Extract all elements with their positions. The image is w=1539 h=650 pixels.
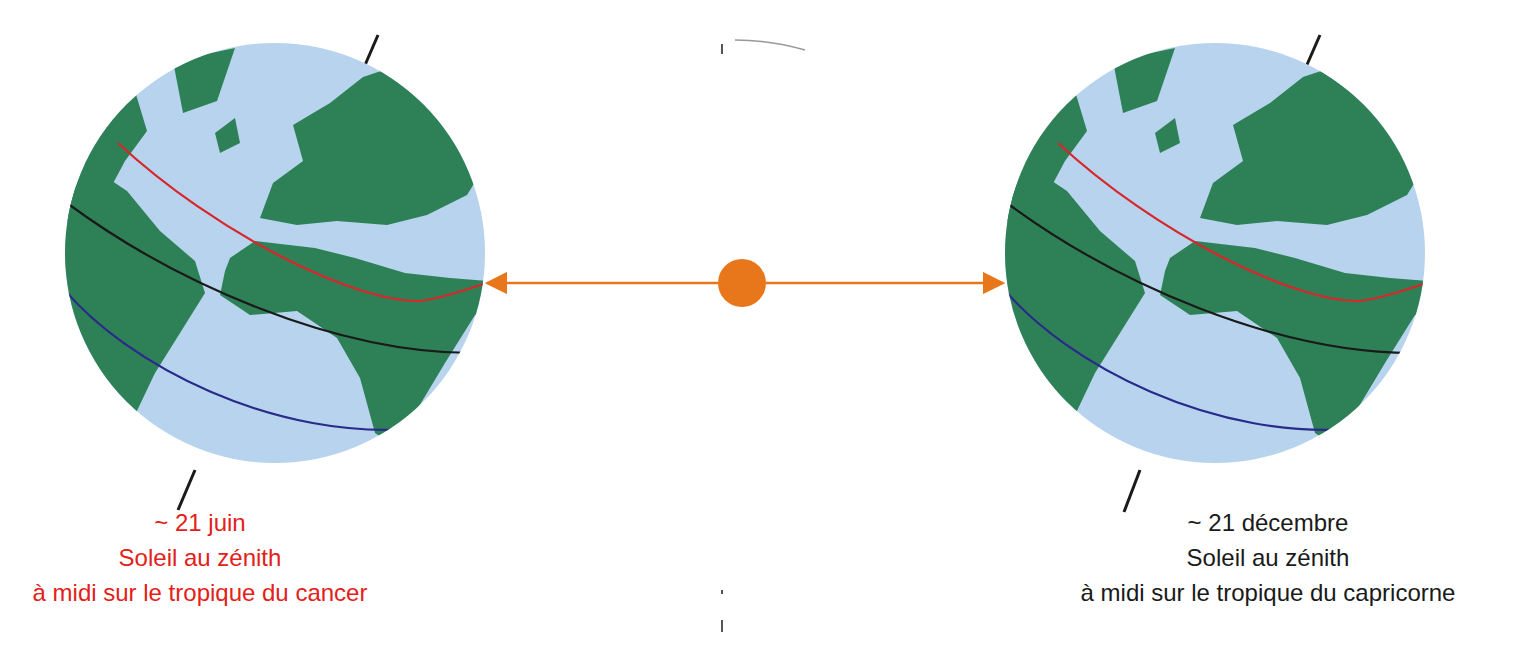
season-caption: ~ 21 décembreSoleil au zénithà midi sur … — [1081, 505, 1456, 610]
tick-mark — [721, 44, 723, 54]
earth-axis — [1124, 470, 1140, 512]
caption-line: Soleil au zénith — [1081, 540, 1456, 575]
date-label: ~ 21 juin — [33, 505, 368, 540]
earth-globe — [1000, 43, 1430, 463]
earth-globe — [60, 43, 490, 463]
sunlight-arrow — [766, 282, 1003, 285]
sunlight-arrow — [487, 282, 718, 285]
caption-line: à midi sur le tropique du cancer — [33, 575, 368, 610]
caption-line: à midi sur le tropique du capricorne — [1081, 575, 1456, 610]
tick-mark — [721, 590, 723, 594]
sun — [718, 259, 766, 307]
date-label: ~ 21 décembre — [1081, 505, 1456, 540]
season-caption: ~ 21 juinSoleil au zénithà midi sur le t… — [33, 505, 368, 610]
tick-mark — [735, 40, 805, 50]
tick-mark — [721, 620, 723, 632]
caption-line: Soleil au zénith — [33, 540, 368, 575]
earth-axis — [178, 470, 195, 510]
